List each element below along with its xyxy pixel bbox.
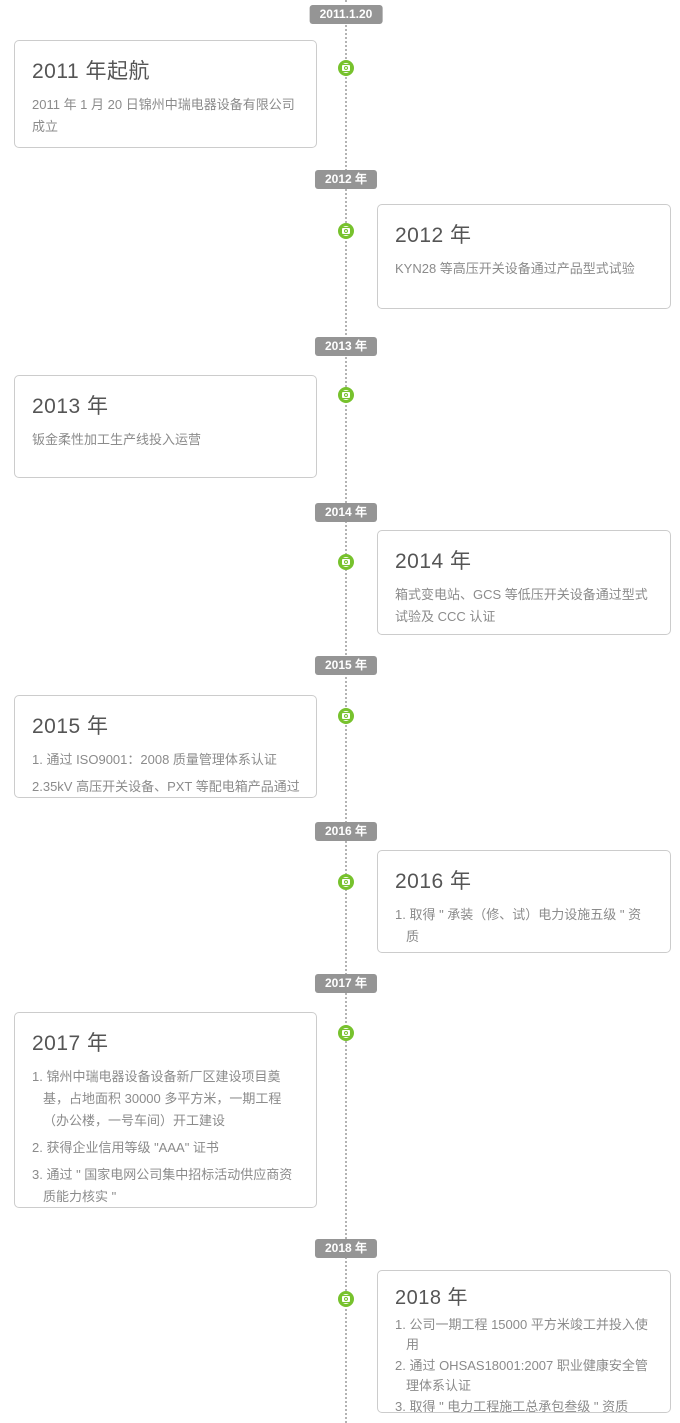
milestone-card-2012: 2012 年 KYN28 等高压开关设备通过产品型式试验 bbox=[377, 204, 671, 309]
timeline-node-2018 bbox=[338, 1291, 354, 1307]
milestone-card-2015: 2015 年 1. 通过 ISO9001：2008 质量管理体系认证 2.35k… bbox=[14, 695, 317, 798]
timeline-node-2011 bbox=[338, 60, 354, 76]
milestone-title: 2013 年 bbox=[32, 395, 109, 418]
milestone-title: 2014 年 bbox=[395, 550, 472, 573]
banknote-icon bbox=[341, 391, 351, 399]
timeline-date-badge-2011: 2011.1.20 bbox=[309, 5, 383, 24]
timeline-node-2014 bbox=[338, 554, 354, 570]
card-pointer bbox=[307, 1024, 316, 1043]
milestone-text: 1. 公司一期工程 15000 平方米竣工并投入使用 bbox=[395, 1317, 648, 1352]
card-pointer bbox=[307, 59, 316, 78]
banknote-icon bbox=[341, 227, 351, 235]
timeline-date-badge-2018: 2018 年 bbox=[314, 1239, 378, 1258]
banknote-dot bbox=[344, 393, 348, 397]
timeline-date-badge-2016: 2016 年 bbox=[314, 822, 378, 841]
milestone-text: 箱式变电站、GCS 等低压开关设备通过型式试验及 CCC 认证 bbox=[395, 587, 648, 624]
timeline-date-badge-2015: 2015 年 bbox=[314, 656, 378, 675]
milestone-text: 3. 取得 " 电力工程施工总承包叁级 " 资质 bbox=[395, 1399, 629, 1413]
milestone-text: 2011 年 1 月 20 日锦州中瑞电器设备有限公司成立 bbox=[32, 97, 295, 134]
milestone-title: 2011 年起航 bbox=[32, 60, 150, 83]
milestone-title: 2016 年 bbox=[395, 870, 472, 893]
milestone-card-2011: 2011 年起航 2011 年 1 月 20 日锦州中瑞电器设备有限公司成立 bbox=[14, 40, 317, 148]
milestone-title: 2012 年 bbox=[395, 224, 472, 247]
timeline-node-2015 bbox=[338, 708, 354, 724]
banknote-icon bbox=[341, 558, 351, 566]
card-pointer bbox=[378, 873, 387, 892]
milestone-text: 2. 获得企业信用等级 "AAA" 证书 bbox=[32, 1140, 219, 1155]
card-pointer bbox=[378, 1290, 387, 1309]
milestone-card-2017: 2017 年 1. 锦州中瑞电器设备设备新厂区建设项目奠基，占地面积 30000… bbox=[14, 1012, 317, 1208]
banknote-dot bbox=[344, 714, 348, 718]
banknote-dot bbox=[344, 1031, 348, 1035]
timeline-date-badge-2013: 2013 年 bbox=[314, 337, 378, 356]
timeline-node-2012 bbox=[338, 223, 354, 239]
milestone-title: 2015 年 bbox=[32, 715, 109, 738]
milestone-text: 1. 锦州中瑞电器设备设备新厂区建设项目奠基，占地面积 30000 多平方米，一… bbox=[32, 1069, 282, 1128]
milestone-text: 2.35kV 高压开关设备、PXT 等配电箱产品通过型式试验及 CCC 认证 bbox=[32, 779, 300, 794]
milestone-title: 2018 年 bbox=[395, 1287, 469, 1309]
milestone-card-2016: 2016 年 1. 取得 " 承装（修、试）电力设施五级 " 资质 2. 销售产… bbox=[377, 850, 671, 953]
card-pointer bbox=[378, 553, 387, 572]
banknote-dot bbox=[344, 229, 348, 233]
milestone-title: 2017 年 bbox=[32, 1032, 109, 1055]
banknote-dot bbox=[344, 1297, 348, 1301]
banknote-dot bbox=[344, 880, 348, 884]
milestone-text: 2. 通过 OHSAS18001:2007 职业健康安全管理体系认证 bbox=[395, 1358, 648, 1393]
banknote-icon bbox=[341, 1029, 351, 1037]
banknote-icon bbox=[341, 712, 351, 720]
card-pointer bbox=[378, 222, 387, 241]
milestone-card-2013: 2013 年 钣金柔性加工生产线投入运营 bbox=[14, 375, 317, 478]
banknote-icon bbox=[341, 878, 351, 886]
timeline-date-badge-2014: 2014 年 bbox=[314, 503, 378, 522]
banknote-dot bbox=[344, 560, 348, 564]
timeline-date-badge-2017: 2017 年 bbox=[314, 974, 378, 993]
milestone-text: KYN28 等高压开关设备通过产品型式试验 bbox=[395, 261, 635, 276]
milestone-text: 1. 通过 ISO9001：2008 质量管理体系认证 bbox=[32, 752, 277, 767]
milestone-text: 钣金柔性加工生产线投入运营 bbox=[32, 432, 202, 447]
banknote-icon bbox=[341, 1295, 351, 1303]
milestone-text: 1. 取得 " 承装（修、试）电力设施五级 " 资质 bbox=[395, 907, 642, 944]
banknote-icon bbox=[341, 64, 351, 72]
card-pointer bbox=[307, 707, 316, 726]
milestone-card-2018: 2018 年 1. 公司一期工程 15000 平方米竣工并投入使用 2. 通过 … bbox=[377, 1270, 671, 1413]
timeline-node-2013 bbox=[338, 387, 354, 403]
milestone-text: 3. 通过 " 国家电网公司集中招标活动供应商资质能力核实 " bbox=[32, 1167, 293, 1204]
banknote-dot bbox=[344, 66, 348, 70]
milestone-card-2014: 2014 年 箱式变电站、GCS 等低压开关设备通过型式试验及 CCC 认证 bbox=[377, 530, 671, 635]
card-pointer bbox=[307, 386, 316, 405]
timeline-date-badge-2012: 2012 年 bbox=[314, 170, 378, 189]
timeline-node-2017 bbox=[338, 1025, 354, 1041]
timeline-node-2016 bbox=[338, 874, 354, 890]
